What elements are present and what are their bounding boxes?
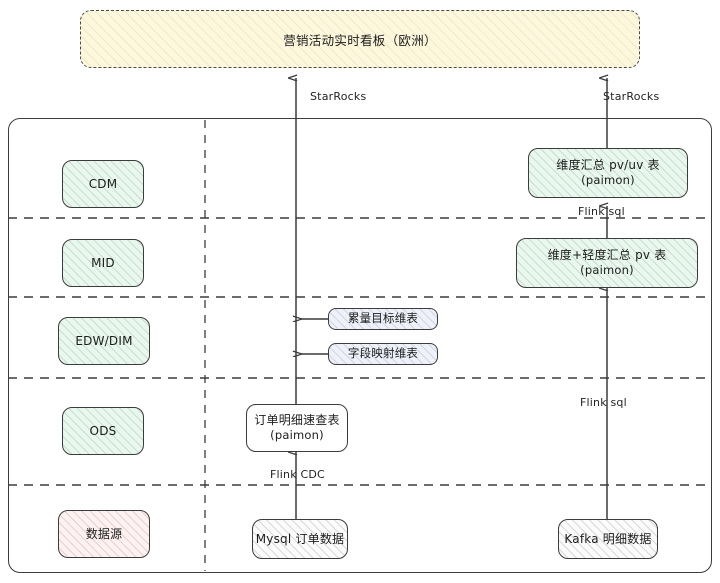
- edge-label-flink-cdc: Flink CDC: [270, 468, 325, 481]
- node-mysql-order-data-label: Mysql 订单数据: [255, 531, 345, 546]
- node-kafka-detail-data-label: Kafka 明细数据: [564, 531, 652, 546]
- layer-label-cdm: CDM: [88, 176, 118, 191]
- edge-label-starrocks-left: StarRocks: [310, 90, 367, 103]
- node-cumulative-target-dim-table[interactable]: 累量目标维表: [328, 308, 438, 330]
- node-order-detail-quick-table-sub: (paimon): [270, 428, 324, 443]
- layer-label-source: 数据源: [85, 526, 123, 541]
- edge-label-starrocks-right: StarRocks: [603, 90, 660, 103]
- node-order-detail-quick-table-label: 订单明细速查表: [254, 413, 340, 428]
- layer-box-edw-dim[interactable]: EDW/DIM: [58, 317, 150, 365]
- layer-box-ods[interactable]: ODS: [62, 407, 144, 455]
- node-dim-light-summary-pv-sub: (paimon): [580, 263, 634, 278]
- layer-label-edw-dim: EDW/DIM: [75, 333, 133, 348]
- dashboard-box[interactable]: 营销活动实时看板（欧洲）: [80, 10, 640, 68]
- node-dim-light-summary-pv-label: 维度+轻度汇总 pv 表: [547, 248, 667, 263]
- node-field-mapping-dim-table[interactable]: 字段映射维表: [328, 343, 438, 365]
- node-dim-summary-pvuv[interactable]: 维度汇总 pv/uv 表 (paimon): [528, 148, 688, 198]
- dashboard-label: 营销活动实时看板（欧洲）: [283, 32, 437, 48]
- node-field-mapping-dim-table-label: 字段映射维表: [347, 346, 419, 361]
- layer-box-mid[interactable]: MID: [62, 239, 144, 287]
- warehouse-container: [8, 118, 712, 573]
- edge-label-flink-sql-right: Flink sql: [580, 396, 627, 409]
- node-kafka-detail-data[interactable]: Kafka 明细数据: [558, 519, 658, 559]
- node-dim-light-summary-pv[interactable]: 维度+轻度汇总 pv 表 (paimon): [516, 238, 698, 288]
- node-cumulative-target-dim-table-label: 累量目标维表: [347, 311, 419, 326]
- node-dim-summary-pvuv-sub: (paimon): [581, 173, 635, 188]
- node-mysql-order-data[interactable]: Mysql 订单数据: [252, 519, 348, 559]
- layer-label-ods: ODS: [89, 423, 117, 438]
- layer-box-cdm[interactable]: CDM: [62, 160, 144, 208]
- node-order-detail-quick-table[interactable]: 订单明细速查表 (paimon): [246, 404, 348, 452]
- edge-label-flink-sql-cdm: Flink sql: [578, 205, 625, 218]
- node-dim-summary-pvuv-label: 维度汇总 pv/uv 表: [556, 158, 660, 173]
- layer-box-source[interactable]: 数据源: [58, 510, 150, 558]
- layer-label-mid: MID: [91, 255, 115, 270]
